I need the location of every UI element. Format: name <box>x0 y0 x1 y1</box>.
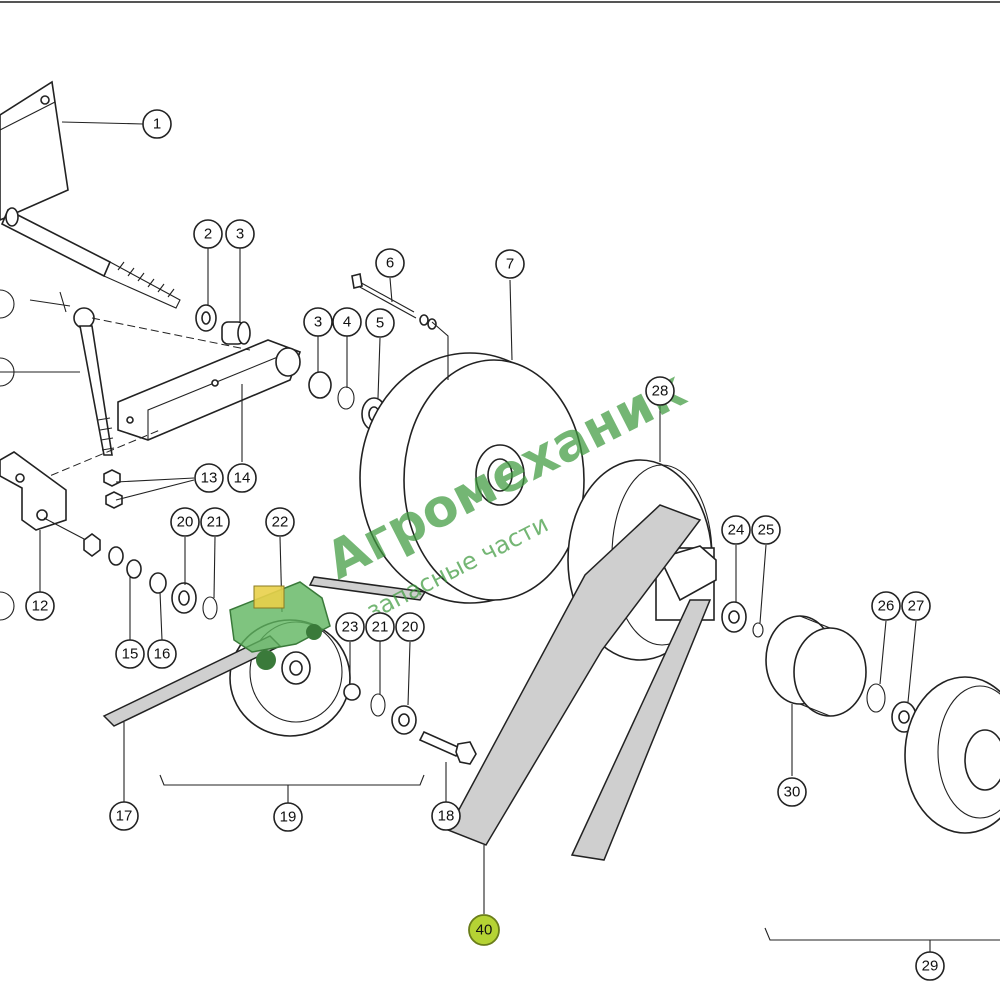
nut <box>83 533 101 557</box>
callout-14: 14 <box>227 463 257 493</box>
tension-arm <box>117 339 302 441</box>
highlighted-belt <box>446 504 712 861</box>
svg-text:1: 1 <box>153 116 161 133</box>
washer <box>337 386 355 410</box>
callout-3: 3 <box>225 219 255 249</box>
callout-18: 18 <box>431 801 461 831</box>
bracket <box>0 451 67 531</box>
pin <box>29 291 71 313</box>
callout-25: 25 <box>751 515 781 545</box>
v-belt-upper <box>308 576 427 601</box>
callout-26: 26 <box>871 591 901 621</box>
svg-text:18: 18 <box>438 808 455 825</box>
svg-text:24: 24 <box>728 522 745 539</box>
svg-text:30: 30 <box>784 784 801 801</box>
bushing <box>308 371 332 399</box>
callout-23: 23 <box>335 612 365 642</box>
threaded-shaft <box>0 207 181 309</box>
right-pulley <box>904 676 1000 834</box>
svg-text:17: 17 <box>116 808 133 825</box>
callout-30: 30 <box>777 777 807 807</box>
svg-text:16: 16 <box>154 646 171 663</box>
callout-27: 27 <box>901 591 931 621</box>
bolt <box>418 730 477 765</box>
washer <box>126 559 142 579</box>
svg-text:20: 20 <box>177 514 194 531</box>
circlip <box>202 596 218 620</box>
mounting-plate <box>0 80 69 221</box>
callout-20-right: 20 <box>395 612 425 642</box>
svg-text:13: 13 <box>201 470 218 487</box>
svg-text:12: 12 <box>32 598 49 615</box>
nut <box>105 491 123 509</box>
bushing <box>343 683 361 701</box>
leader-lines <box>39 121 1000 952</box>
spring-washer <box>149 572 167 594</box>
callout-1: 1 <box>142 109 172 139</box>
svg-text:21: 21 <box>372 619 389 636</box>
callout-40-highlighted: 40 <box>468 914 500 946</box>
svg-text:3: 3 <box>236 226 244 243</box>
svg-text:14: 14 <box>234 470 251 487</box>
callout-2: 2 <box>193 219 223 249</box>
callout-29: 29 <box>915 951 945 981</box>
svg-text:26: 26 <box>878 598 895 615</box>
callout-19: 19 <box>273 802 303 832</box>
svg-text:19: 19 <box>280 809 297 826</box>
callout-3-mid: 3 <box>303 307 333 337</box>
svg-text:27: 27 <box>908 598 925 615</box>
svg-text:28: 28 <box>652 383 669 400</box>
callout-17: 17 <box>109 801 139 831</box>
main-pulley <box>359 352 585 604</box>
ring-sleeve <box>765 615 867 717</box>
callout-12: 12 <box>25 591 55 621</box>
circlip <box>866 683 886 713</box>
callout-13: 13 <box>194 463 224 493</box>
callout-5: 5 <box>365 308 395 338</box>
callout-7: 7 <box>495 249 525 279</box>
svg-text:5: 5 <box>376 315 384 332</box>
svg-text:15: 15 <box>122 646 139 663</box>
nut <box>103 469 121 487</box>
callout-21-right: 21 <box>365 612 395 642</box>
circlip <box>370 693 386 717</box>
svg-text:7: 7 <box>506 256 514 273</box>
callout-28: 28 <box>645 376 675 406</box>
circlip <box>752 622 764 638</box>
callout-6: 6 <box>375 248 405 278</box>
callout-20: 20 <box>170 507 200 537</box>
bolt <box>355 279 417 319</box>
svg-text:40: 40 <box>476 922 493 939</box>
svg-text:23: 23 <box>342 619 359 636</box>
callout-21: 21 <box>200 507 230 537</box>
svg-text:20: 20 <box>402 619 419 636</box>
svg-text:6: 6 <box>386 255 394 272</box>
svg-text:2: 2 <box>204 226 212 243</box>
svg-text:21: 21 <box>207 514 224 531</box>
svg-text:3: 3 <box>314 314 322 331</box>
svg-text:29: 29 <box>922 958 939 975</box>
bushing <box>221 321 251 345</box>
callout-4: 4 <box>332 307 362 337</box>
svg-text:4: 4 <box>343 314 351 331</box>
svg-text:22: 22 <box>272 514 289 531</box>
callout-16: 16 <box>147 639 177 669</box>
svg-text:25: 25 <box>758 522 775 539</box>
callout-15: 15 <box>115 639 145 669</box>
callout-22: 22 <box>265 507 295 537</box>
tension-rod <box>73 307 115 456</box>
callout-24: 24 <box>721 515 751 545</box>
washer <box>108 546 124 566</box>
tractor-logo <box>229 581 331 670</box>
